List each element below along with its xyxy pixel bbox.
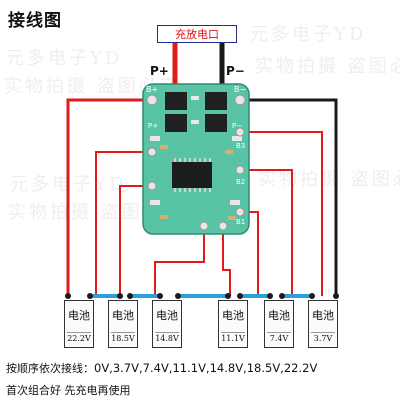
- battery-cell-18v: 电池 18.5V: [108, 300, 138, 348]
- pad-b-plus: [146, 94, 158, 106]
- wiring-order-note: 按顺序依次接线：0V,3.7V,7.4V,11.1V,14.8V,18.5V,2…: [6, 360, 317, 376]
- pad-bottom-2: [218, 221, 228, 231]
- p-plus-label: P+: [150, 64, 169, 78]
- battery-name: 电池: [156, 309, 178, 322]
- pad-b4: [147, 147, 157, 157]
- mosfet-4: [205, 114, 227, 132]
- ic-pins: [174, 158, 211, 192]
- resistor-8: [230, 200, 240, 205]
- resistor-7: [150, 200, 160, 205]
- battery-cell-7v: 电池 7.4V: [264, 300, 294, 348]
- b-minus-wire: [248, 98, 338, 296]
- resistor-2: [191, 120, 199, 124]
- tap-b2-wire: [248, 169, 293, 296]
- pad-b-minus: [234, 94, 246, 106]
- battery-cell-14v: 电池 14.8V: [152, 300, 182, 348]
- battery-voltage: 7.4V: [267, 332, 291, 343]
- battery-voltage: 18.5V: [111, 332, 135, 343]
- battery-terminals: [65, 293, 339, 299]
- board-label-p-minus: P−: [232, 122, 242, 130]
- resistor-3: [150, 136, 160, 141]
- tap-b1-wire: [248, 211, 259, 296]
- battery-cell-11v: 电池 11.1V: [218, 300, 248, 348]
- first-use-note: 首次组合好 先充电再使用: [6, 384, 131, 397]
- mosfet-2: [205, 92, 227, 110]
- resistor-6: [225, 150, 233, 154]
- battery-voltage: 22.2V: [67, 332, 91, 343]
- battery-cell-3v: 电池 3.7V: [308, 300, 338, 348]
- board-label-b1: B1: [236, 218, 245, 226]
- battery-voltage: 11.1V: [221, 332, 245, 343]
- mosfet-1: [165, 92, 187, 110]
- resistor-10: [228, 216, 236, 220]
- pad-b5: [147, 181, 157, 191]
- tap-b3-wire: [248, 131, 323, 296]
- resistor-4: [232, 136, 242, 141]
- resistor-1: [191, 96, 199, 100]
- battery-name: 电池: [112, 309, 134, 322]
- resistor-9: [160, 215, 168, 219]
- board-label-p-plus: P+: [148, 122, 158, 130]
- battery-name: 电池: [312, 309, 334, 322]
- wiring-order-sequence: 0V,3.7V,7.4V,11.1V,14.8V,18.5V,22.2V: [94, 361, 318, 375]
- battery-voltage: 14.8V: [155, 332, 179, 343]
- board-label-b-plus: B+: [146, 85, 158, 94]
- board-label-b2: B2: [236, 178, 245, 186]
- pad-b1: [235, 207, 245, 217]
- resistor-5: [160, 145, 168, 149]
- charge-discharge-port: 充放电口: [157, 25, 237, 43]
- tap-b4-wire: [95, 151, 145, 296]
- battery-name: 电池: [222, 309, 244, 322]
- p-minus-label: P−: [226, 64, 245, 78]
- pad-b2: [235, 165, 245, 175]
- b-plus-wire: [66, 98, 145, 296]
- pad-bottom-1: [199, 221, 209, 231]
- battery-name: 电池: [268, 309, 290, 322]
- board-label-b-minus: B−: [234, 85, 246, 94]
- battery-voltage: 3.7V: [311, 332, 335, 343]
- ic-chip: [172, 162, 212, 188]
- wiring-order-prefix: 按顺序依次接线：: [6, 362, 94, 375]
- battery-cell-22v: 电池 22.2V: [64, 300, 94, 348]
- tap-mid-wire: [154, 232, 205, 296]
- battery-name: 电池: [68, 309, 90, 322]
- tap-b5-wire: [119, 185, 145, 296]
- pad-b3: [235, 127, 245, 137]
- mosfet-3: [165, 114, 187, 132]
- tap-center-wire: [222, 232, 231, 296]
- board-label-b3: B3: [236, 142, 245, 150]
- page-title: 接线图: [8, 11, 62, 31]
